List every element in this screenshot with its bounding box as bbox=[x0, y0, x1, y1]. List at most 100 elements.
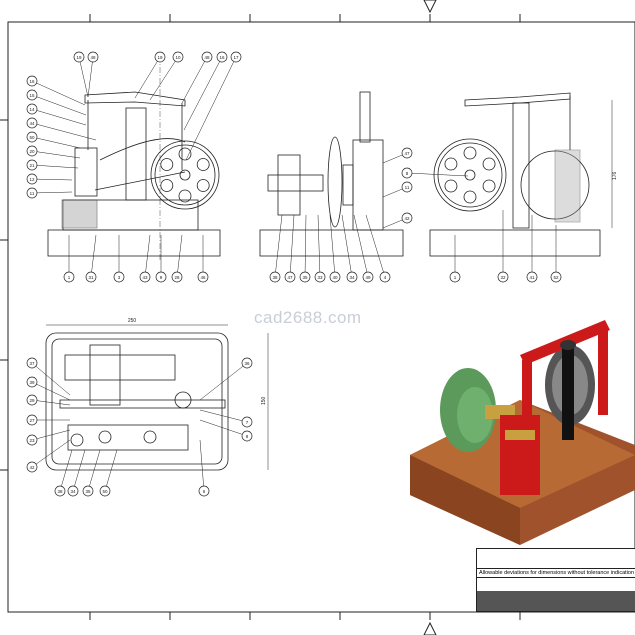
item-balloon bbox=[73, 51, 85, 63]
leader-line bbox=[87, 56, 94, 98]
hub bbox=[464, 169, 476, 181]
balloon-number: 23 bbox=[29, 438, 35, 443]
item-balloon bbox=[26, 145, 38, 157]
item-balloon bbox=[314, 271, 326, 283]
balloon-number: 33 bbox=[317, 275, 323, 280]
item-balloon bbox=[26, 357, 38, 369]
item-balloon bbox=[82, 485, 94, 497]
balloon-number: 50 bbox=[29, 135, 35, 140]
item-balloon bbox=[139, 271, 151, 283]
item-balloon bbox=[241, 416, 253, 428]
spoke-hole bbox=[444, 157, 458, 171]
spoke-hole bbox=[196, 179, 210, 192]
balloon-number: 39 bbox=[29, 380, 35, 385]
spoke-hole bbox=[160, 158, 174, 171]
leader-line bbox=[31, 108, 87, 126]
balloon-number: 16 bbox=[29, 79, 35, 84]
item-balloon bbox=[401, 212, 413, 224]
plan-view bbox=[45, 324, 269, 471]
balloon-number: 37 bbox=[29, 361, 35, 366]
item-balloon bbox=[550, 271, 562, 283]
balloon-number: 10 bbox=[175, 55, 181, 60]
item-balloon bbox=[85, 271, 97, 283]
leader-line bbox=[31, 191, 73, 194]
center-marks bbox=[423, 0, 437, 635]
item-balloon bbox=[26, 414, 38, 426]
item-balloon bbox=[241, 357, 253, 369]
balloon-number: 17 bbox=[233, 55, 239, 60]
leader-line bbox=[134, 56, 161, 99]
leader-line bbox=[329, 214, 336, 278]
leader-line bbox=[176, 234, 183, 278]
balloon-number: 43 bbox=[142, 275, 148, 280]
balloon-number: 6 bbox=[203, 489, 206, 494]
leader-line bbox=[31, 136, 81, 149]
leader-line bbox=[341, 214, 353, 278]
leader-line bbox=[181, 56, 208, 104]
balloon-number: 42 bbox=[404, 216, 410, 221]
balloon-number: 50 bbox=[102, 489, 108, 494]
balloon-number: 21 bbox=[29, 163, 35, 168]
item-balloon bbox=[329, 271, 341, 283]
balloon-number: 14 bbox=[29, 107, 35, 112]
leader-line bbox=[289, 214, 295, 278]
item-balloon bbox=[26, 394, 38, 406]
spoke-hole bbox=[196, 158, 210, 171]
leader-line bbox=[185, 56, 237, 161]
leader-line bbox=[183, 56, 223, 131]
item-balloon bbox=[26, 159, 38, 171]
balloon-number: 34 bbox=[349, 275, 355, 280]
leader-line bbox=[72, 449, 86, 492]
leader-line bbox=[149, 56, 179, 101]
spoke-hole bbox=[160, 179, 174, 192]
leader-line bbox=[353, 214, 369, 278]
balloon-number: 38 bbox=[57, 489, 63, 494]
balloon-number: 15 bbox=[29, 93, 35, 98]
item-balloon bbox=[216, 51, 228, 63]
balloon-number: 40 bbox=[332, 275, 338, 280]
item-balloon bbox=[299, 271, 311, 283]
spoke-hole bbox=[482, 179, 496, 193]
leader-line bbox=[87, 449, 101, 492]
item-balloon bbox=[401, 181, 413, 193]
balloon-number: 52 bbox=[553, 275, 559, 280]
leader-line bbox=[199, 409, 248, 423]
balloon-number: 7 bbox=[246, 420, 249, 425]
tolerance-table: Allowable deviations for dimensions with… bbox=[476, 548, 635, 612]
balloon-number: 35 bbox=[85, 489, 91, 494]
plan-height-dimension: 150 bbox=[261, 396, 267, 405]
balloon-number: 36 bbox=[244, 361, 250, 366]
leader-line bbox=[304, 214, 307, 278]
item-balloon bbox=[241, 430, 253, 442]
leader-line bbox=[31, 429, 71, 441]
balloon-number: 47 bbox=[404, 151, 410, 156]
spoke-hole bbox=[482, 157, 496, 171]
leader-line bbox=[31, 122, 97, 141]
item-balloon bbox=[26, 131, 38, 143]
item-balloon bbox=[26, 173, 38, 185]
spoke-hole bbox=[444, 179, 458, 193]
spoke-hole bbox=[178, 147, 192, 161]
balloon-number: 29 bbox=[29, 398, 35, 403]
leader-line bbox=[31, 150, 81, 159]
balloon-number: 1 bbox=[68, 275, 71, 280]
item-balloon bbox=[26, 103, 38, 115]
leader-line bbox=[31, 94, 87, 116]
leader-line bbox=[365, 214, 386, 278]
item-balloon bbox=[172, 51, 184, 63]
rear-height-dimension: 176 bbox=[612, 171, 618, 180]
leader-line bbox=[317, 214, 321, 278]
item-balloon bbox=[26, 376, 38, 388]
leader-line bbox=[31, 439, 71, 468]
item-balloon bbox=[171, 271, 183, 283]
balloon-number: 4 bbox=[384, 275, 387, 280]
spoke-hole bbox=[463, 146, 477, 160]
leader-line bbox=[199, 439, 205, 492]
item-balloon bbox=[362, 271, 374, 283]
isometric-render bbox=[410, 320, 635, 545]
leader-line bbox=[104, 449, 118, 492]
balloon-number: 41 bbox=[529, 275, 535, 280]
leader-line bbox=[406, 172, 469, 177]
spoke-hole bbox=[178, 189, 192, 203]
leader-line bbox=[144, 234, 151, 278]
